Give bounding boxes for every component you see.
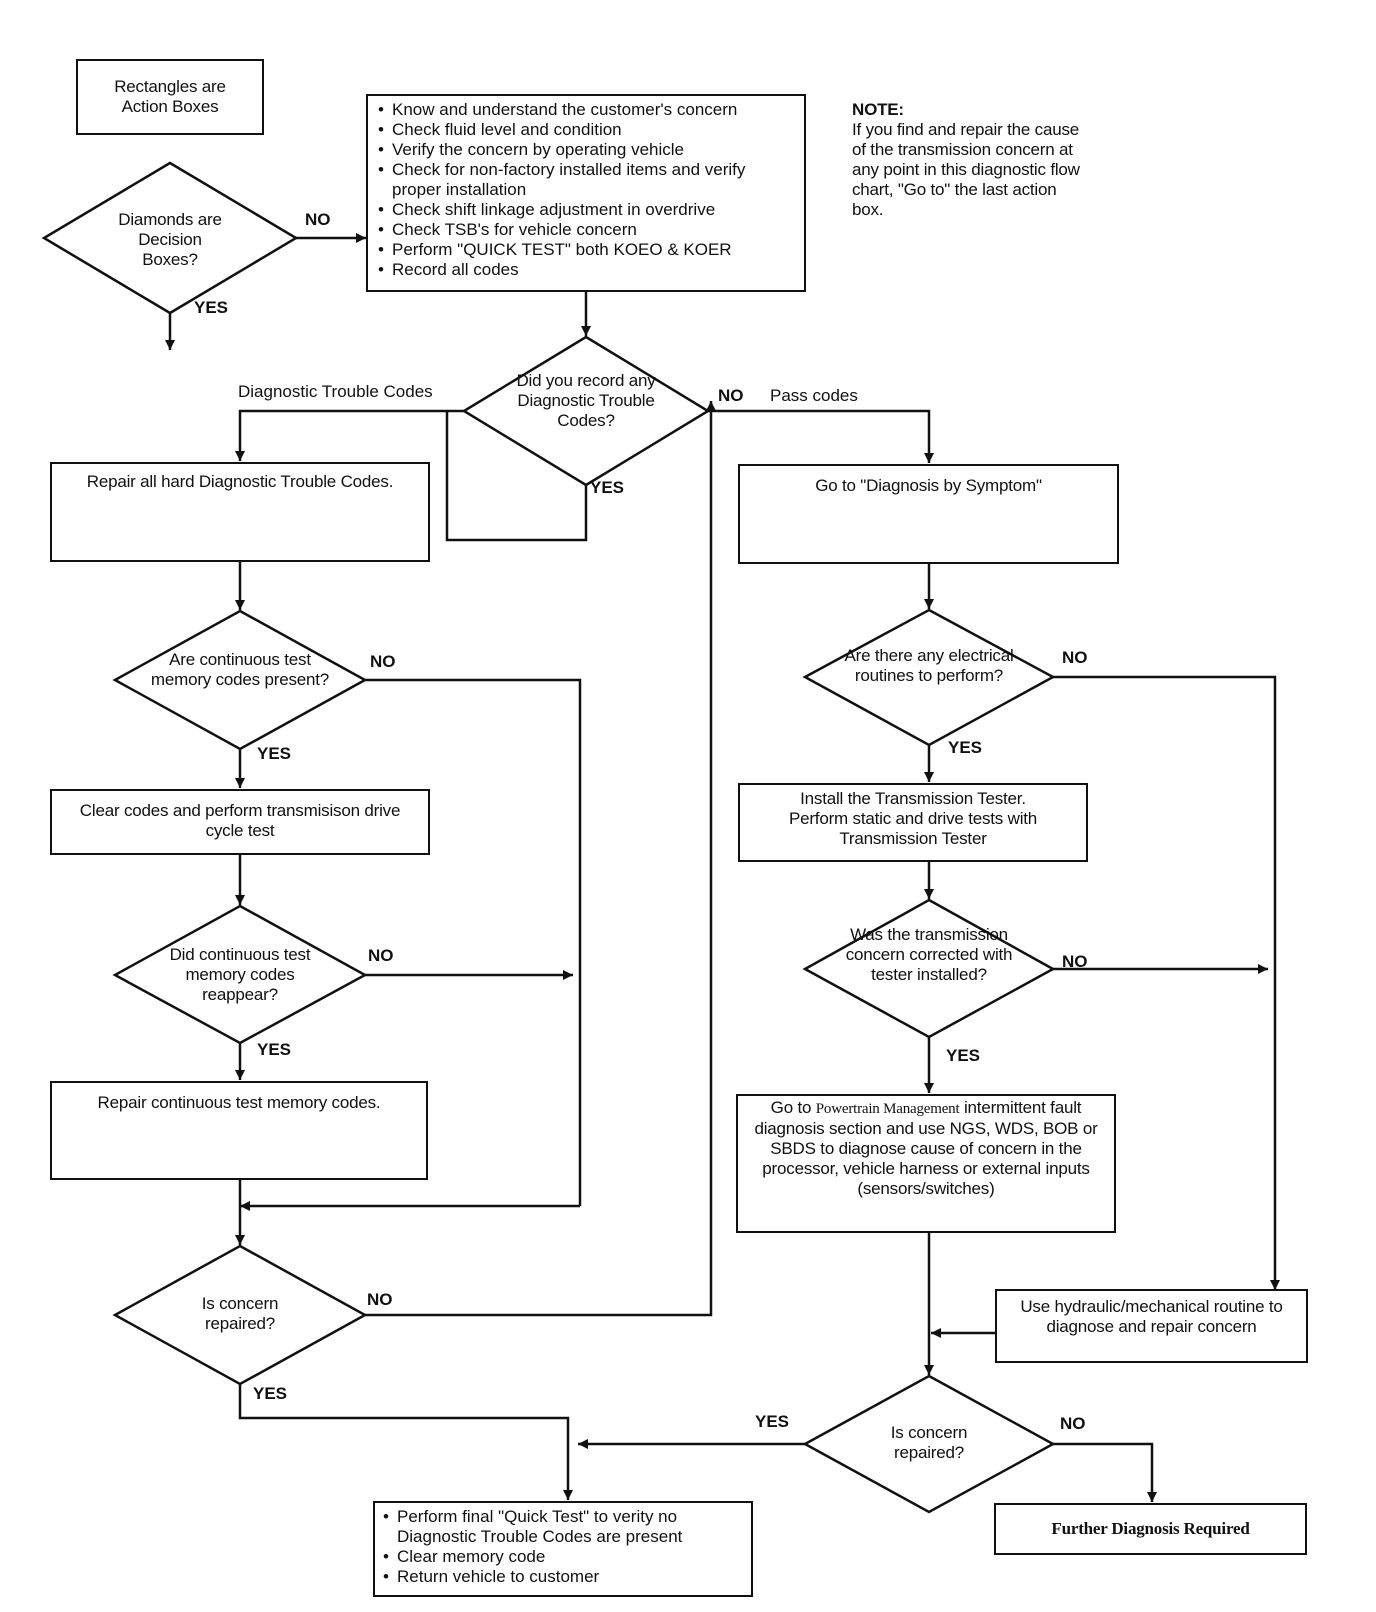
repaired-right-text: Is concern repaired?	[890, 1423, 968, 1462]
continuous-present-yes: YES	[257, 744, 292, 763]
powertrain-management-text: Go to Powertrain Management intermittent…	[740, 1098, 1112, 1199]
pm-prefix: Go to	[770, 1098, 816, 1117]
continuous-reappear-no: NO	[368, 946, 394, 965]
continuous-present-text: Are continuous test memory codes present…	[150, 650, 330, 689]
clear-codes-box: Clear codes and perform transmisison dri…	[50, 789, 430, 855]
start-item: Check fluid level and condition	[376, 120, 796, 140]
repair-continuous-text: Repair continuous test memory codes.	[97, 1093, 381, 1112]
final-item: Clear memory code	[381, 1547, 745, 1567]
start-item: Know and understand the customer's conce…	[376, 100, 796, 120]
pm-rest: intermittent fault diagnosis section and…	[754, 1098, 1098, 1198]
repaired-left-text: Is concern repaired?	[201, 1294, 279, 1333]
continuous-present-no: NO	[370, 652, 396, 671]
start-item: Check for non-factory installed items an…	[376, 160, 796, 200]
hydraulic-routine-text: Use hydraulic/mechanical routine to diag…	[1020, 1297, 1283, 1336]
diagnosis-by-symptom-text: Go to "Diagnosis by Symptom"	[815, 476, 1042, 495]
electrical-no: NO	[1062, 648, 1088, 667]
pass-codes-label: Pass codes	[770, 386, 858, 405]
further-diagnosis-text: Further Diagnosis Required	[1051, 1519, 1250, 1538]
record-yes-label: YES	[590, 478, 625, 497]
repair-hard-codes-text: Repair all hard Diagnostic Trouble Codes…	[86, 472, 394, 491]
start-item: Record all codes	[376, 260, 796, 280]
legend-no-label: NO	[305, 210, 331, 229]
repaired-left-yes: YES	[253, 1384, 288, 1403]
clear-codes-text: Clear codes and perform transmisison dri…	[79, 801, 401, 840]
final-action-box: Perform final "Quick Test" to verity no …	[373, 1501, 753, 1597]
note-title: NOTE:	[852, 100, 904, 119]
dtc-branch-label: Diagnostic Trouble Codes	[238, 382, 433, 401]
powertrain-management-box: Go to Powertrain Management intermittent…	[736, 1094, 1116, 1233]
legend-rectangle-text: Rectangles are Action Boxes	[114, 77, 226, 116]
diagnosis-by-symptom-box: Go to "Diagnosis by Symptom"	[738, 464, 1119, 564]
final-item: Return vehicle to customer	[381, 1567, 745, 1587]
start-item: Check TSB's for vehicle concern	[376, 220, 796, 240]
electrical-text: Are there any electrical routines to per…	[844, 646, 1014, 685]
electrical-yes: YES	[948, 738, 983, 757]
corrected-yes: YES	[946, 1046, 981, 1065]
transmission-tester-text: Install the Transmission Tester. Perform…	[788, 789, 1038, 848]
further-diagnosis-box: Further Diagnosis Required	[994, 1503, 1307, 1555]
legend-diamond-text: Diamonds are Decision Boxes?	[118, 210, 222, 269]
final-item: Perform final "Quick Test" to verity no …	[381, 1507, 745, 1547]
continuous-reappear-text: Did continuous test memory codes reappea…	[169, 945, 311, 1004]
corrected-no: NO	[1062, 952, 1088, 971]
record-diamond-text: Did you record any Diagnostic Trouble Co…	[516, 371, 656, 430]
diamond-repaired-right	[802, 1374, 1056, 1514]
start-item: Verify the concern by operating vehicle	[376, 140, 796, 160]
note-text: If you find and repair the cause of the …	[852, 120, 1080, 219]
continuous-reappear-yes: YES	[257, 1040, 292, 1059]
start-item: Perform "QUICK TEST" both KOEO & KOER	[376, 240, 796, 260]
legend-yes-label: YES	[194, 298, 229, 317]
transmission-tester-box: Install the Transmission Tester. Perform…	[738, 783, 1088, 862]
final-checklist: Perform final "Quick Test" to verity no …	[381, 1507, 745, 1587]
record-no-label: NO	[718, 386, 744, 405]
hydraulic-routine-box: Use hydraulic/mechanical routine to diag…	[995, 1289, 1308, 1363]
repaired-right-yes: YES	[755, 1412, 790, 1431]
start-action-box: Know and understand the customer's conce…	[366, 94, 806, 292]
start-item: Check shift linkage adjustment in overdr…	[376, 200, 796, 220]
repair-hard-codes-box: Repair all hard Diagnostic Trouble Codes…	[50, 462, 430, 562]
repaired-right-no: NO	[1060, 1414, 1086, 1433]
corrected-text: Was the transmission concern corrected w…	[845, 925, 1013, 984]
start-checklist: Know and understand the customer's conce…	[376, 100, 796, 280]
legend-rectangle-box: Rectangles are Action Boxes	[76, 59, 264, 135]
repaired-left-no: NO	[367, 1290, 393, 1309]
pm-serif: Powertrain Management	[815, 1101, 960, 1117]
repair-continuous-box: Repair continuous test memory codes.	[50, 1081, 428, 1180]
